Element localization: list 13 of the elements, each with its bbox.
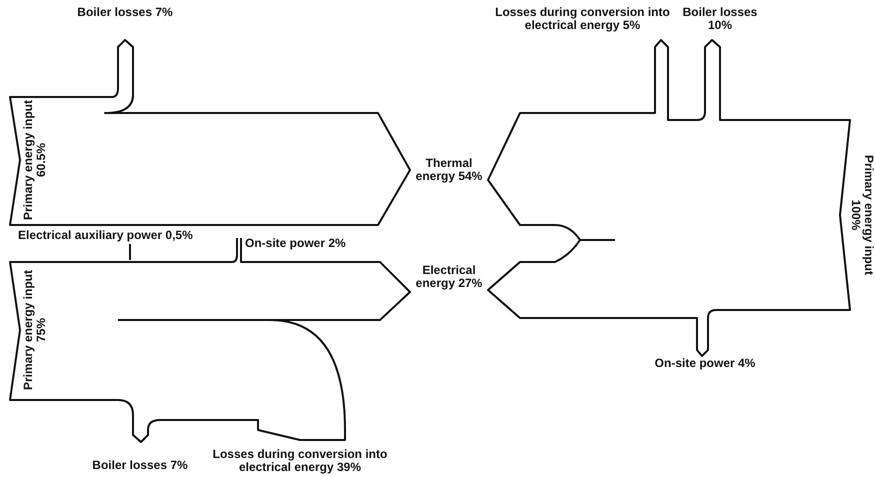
- flow-label: On-site power 4%: [654, 357, 756, 370]
- flow-label: Thermal energy 54%: [414, 157, 484, 183]
- flow-label: Losses during conversion into electrical energy 5%: [495, 6, 670, 32]
- flow-label: Electrical energy 27%: [414, 264, 484, 290]
- flow-label: Losses during conversion into electrical energy 39%: [212, 448, 388, 474]
- flow-label: On-site power 2%: [245, 237, 346, 250]
- flow-label: Primary energy input 75%: [22, 268, 48, 392]
- flow-label: Electrical auxiliary power 0,5%: [18, 229, 193, 242]
- flow-label: Boiler losses 7%: [91, 459, 189, 472]
- flow-label: Boiler losses 10%: [682, 6, 758, 32]
- flow-label: Primary energy input 60.5%: [22, 98, 48, 222]
- flow-label: Boiler losses 7%: [76, 6, 174, 19]
- flow-label: Primary energy input 100%: [849, 154, 875, 278]
